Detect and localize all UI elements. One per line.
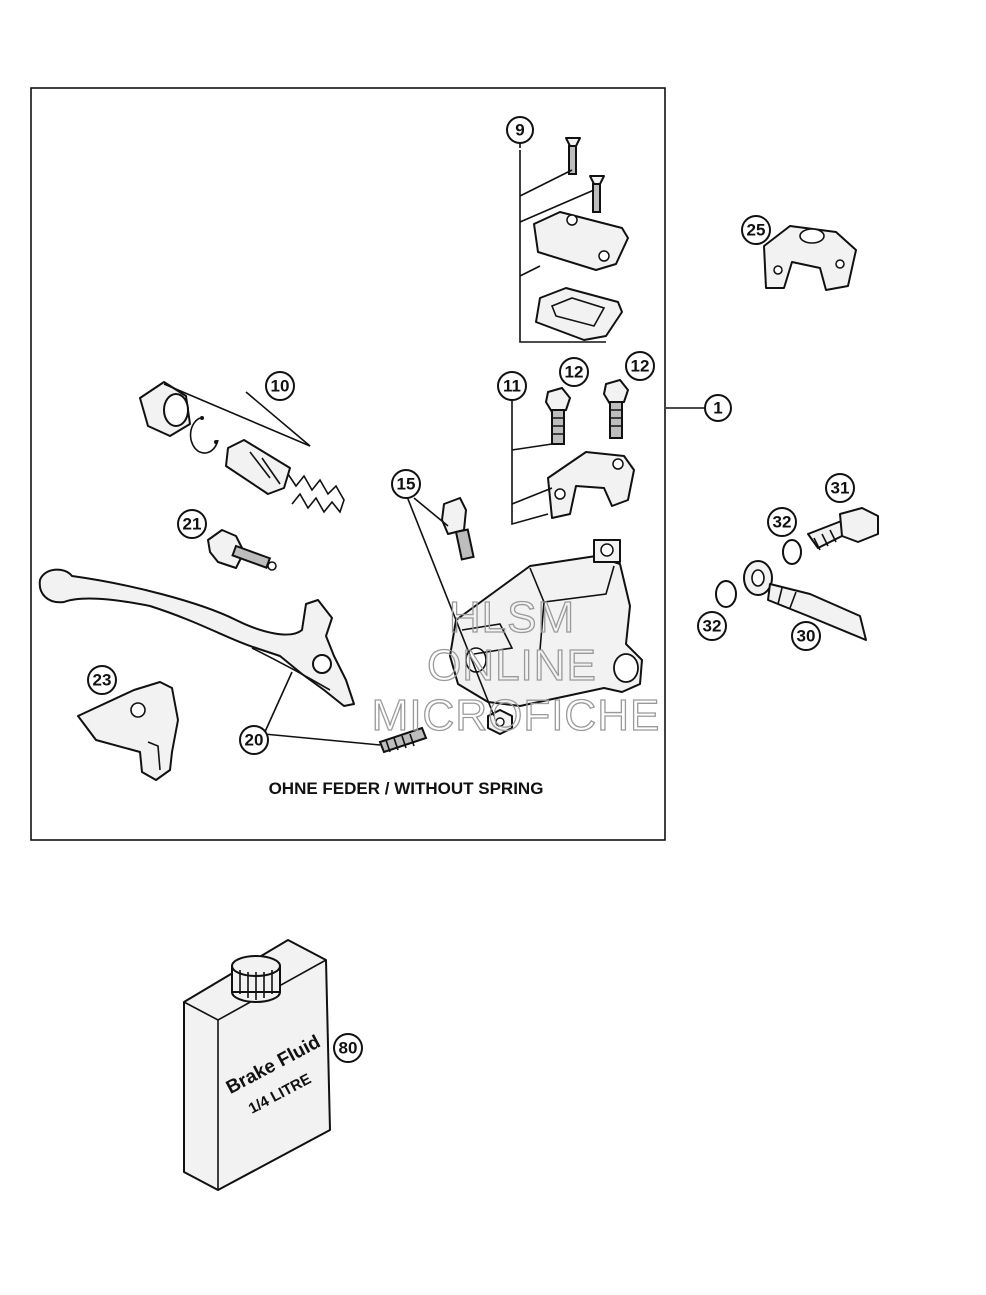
svg-text:21: 21 xyxy=(183,515,202,534)
svg-text:1: 1 xyxy=(713,399,722,418)
lever-cover xyxy=(77,681,179,781)
body-clamp xyxy=(547,451,635,519)
assembly-frame xyxy=(30,87,666,841)
clamp-bolt xyxy=(545,387,571,445)
svg-text:23: 23 xyxy=(93,671,112,690)
callout-21: 21 xyxy=(177,509,207,539)
reservoir-cover xyxy=(533,211,629,271)
banjo-bolt xyxy=(807,507,879,551)
watermark-line3: MICROFICHE xyxy=(372,691,661,740)
brake-lever xyxy=(38,568,428,754)
svg-text:9: 9 xyxy=(515,121,524,140)
svg-text:30: 30 xyxy=(797,627,816,646)
watermark-line1: HLSM xyxy=(449,593,575,642)
pivot-bolt xyxy=(441,497,475,561)
copper-washer xyxy=(782,539,802,565)
cover-screw xyxy=(565,137,581,175)
callout-15: 15 xyxy=(391,469,421,499)
clamp-bolt xyxy=(603,379,629,439)
handlebar-clamp xyxy=(763,225,857,291)
callout-12: 12 xyxy=(559,357,589,387)
svg-text:32: 32 xyxy=(703,617,722,636)
svg-text:20: 20 xyxy=(245,731,264,750)
svg-text:11: 11 xyxy=(503,377,521,396)
watermark-line2: ONLINE xyxy=(427,641,597,690)
svg-text:25: 25 xyxy=(747,221,766,240)
cover-screw xyxy=(589,175,605,213)
callout-9: 9 xyxy=(506,116,534,144)
bottle-cap xyxy=(231,955,281,1003)
reservoir-cover-group xyxy=(519,134,629,343)
svg-text:10: 10 xyxy=(271,377,290,396)
svg-text:15: 15 xyxy=(397,475,416,494)
svg-text:32: 32 xyxy=(773,513,792,532)
callout-25: 25 xyxy=(741,215,771,245)
svg-text:12: 12 xyxy=(565,363,584,382)
callout-32: 32 xyxy=(767,507,797,537)
piston-kit xyxy=(139,381,345,514)
bracket-11 xyxy=(511,398,549,526)
callout-12: 12 xyxy=(625,351,655,381)
callout-80: 80 xyxy=(333,1033,363,1063)
watermark: HLSM ONLINE MICROFICHE xyxy=(371,592,661,740)
callout-1: 1 xyxy=(704,394,732,422)
callout-23: 23 xyxy=(87,665,117,695)
master-cylinder-body xyxy=(449,539,643,707)
svg-text:12: 12 xyxy=(631,357,650,376)
callout-20: 20 xyxy=(239,725,269,755)
callout-32: 32 xyxy=(697,611,727,641)
spring-caption: OHNE FEDER / WITHOUT SPRING xyxy=(269,779,544,798)
lever-adjuster xyxy=(207,529,277,571)
callout-31: 31 xyxy=(825,473,855,503)
svg-text:80: 80 xyxy=(339,1039,358,1058)
callout-11: 11 xyxy=(497,371,527,401)
callout-10: 10 xyxy=(265,371,295,401)
brake-hose xyxy=(743,560,867,641)
reservoir-diaphragm xyxy=(535,287,623,341)
callout-30: 30 xyxy=(791,621,821,651)
copper-washer xyxy=(715,580,737,608)
svg-text:31: 31 xyxy=(831,479,850,498)
brake-fluid-bottle: Brake Fluid 1/4 LITRE xyxy=(183,939,331,1191)
